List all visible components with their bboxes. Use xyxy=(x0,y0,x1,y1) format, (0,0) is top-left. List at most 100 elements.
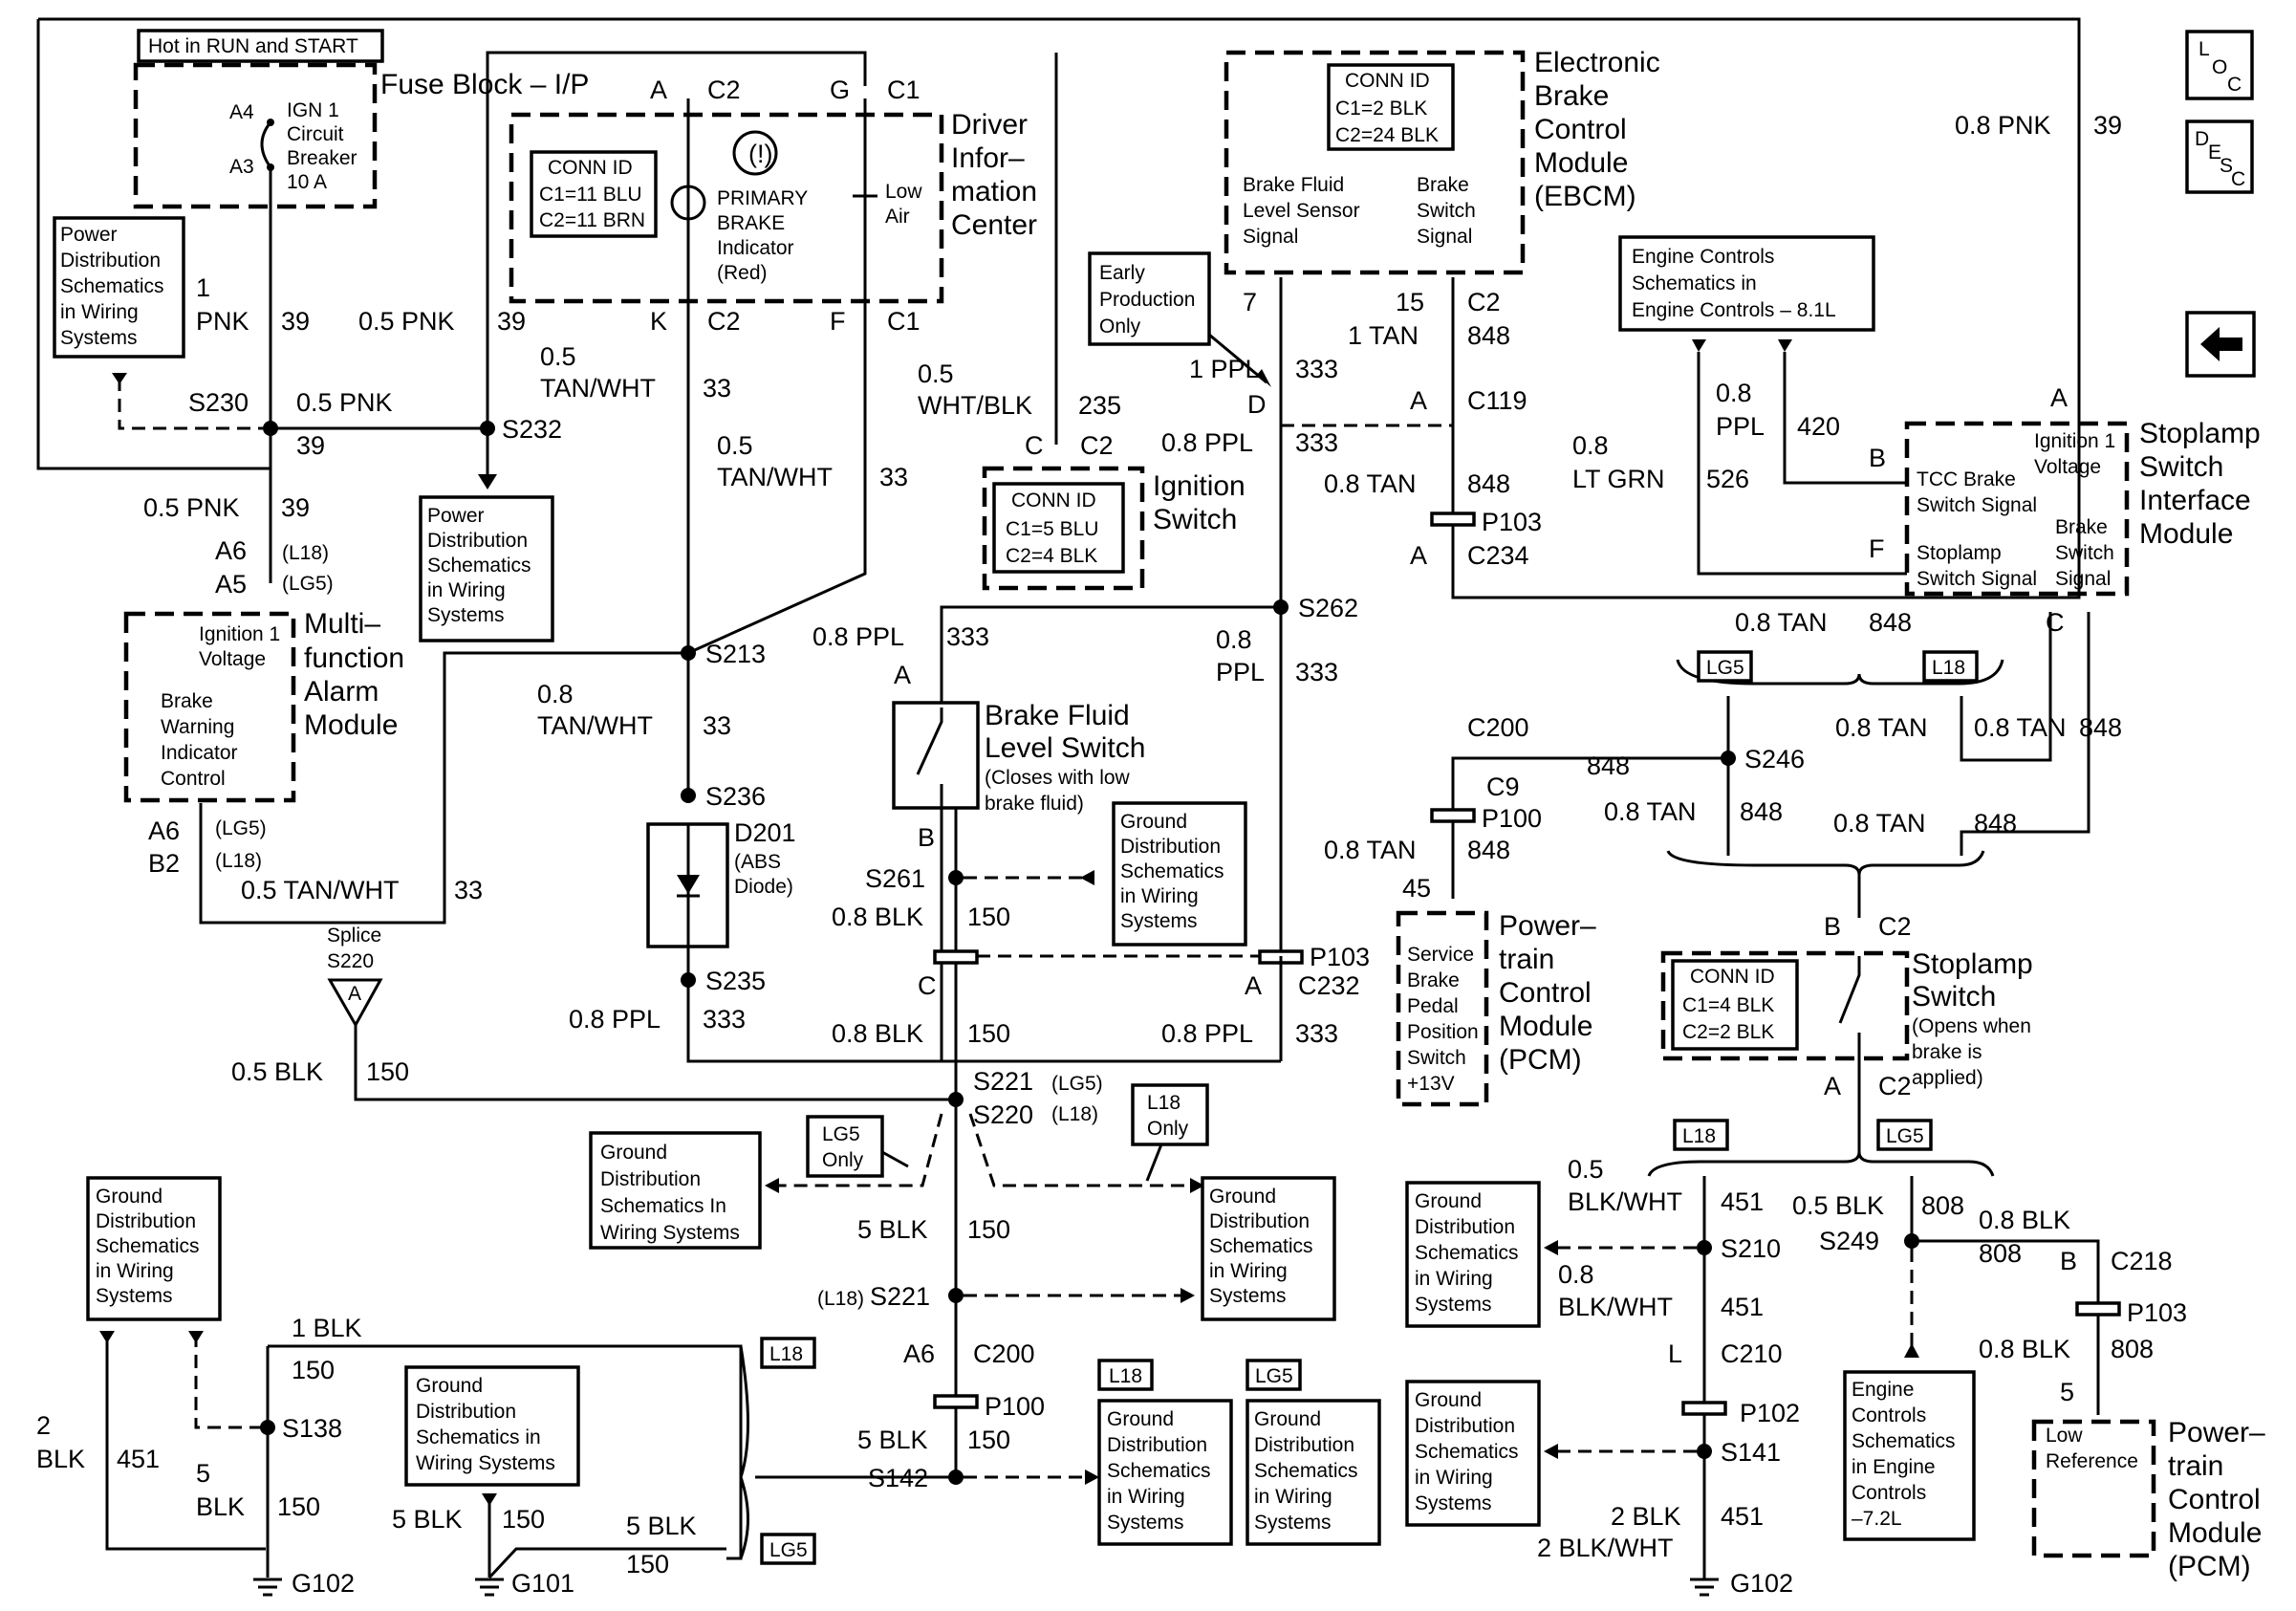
svg-text:G: G xyxy=(830,76,850,104)
svg-text:train: train xyxy=(2168,1450,2223,1482)
svg-text:F: F xyxy=(830,307,846,336)
svg-text:in Wiring: in Wiring xyxy=(1415,1467,1493,1489)
svg-text:Switch Signal: Switch Signal xyxy=(1917,568,2037,590)
svg-text:E: E xyxy=(2208,142,2221,163)
svg-text:(PCM): (PCM) xyxy=(1499,1044,1582,1076)
svg-text:1: 1 xyxy=(196,273,210,302)
desc-button[interactable]: D E S C xyxy=(2185,120,2254,194)
svg-text:(Closes with low: (Closes with low xyxy=(985,767,1131,789)
svg-text:848: 848 xyxy=(1869,608,1912,637)
svg-text:0.8: 0.8 xyxy=(537,680,574,708)
svg-text:Signal: Signal xyxy=(2055,568,2111,590)
back-button[interactable] xyxy=(2185,311,2256,378)
svg-text:Control: Control xyxy=(1499,977,1592,1009)
svg-text:451: 451 xyxy=(1721,1187,1764,1216)
svg-text:33: 33 xyxy=(703,711,731,740)
svg-text:Schematics: Schematics xyxy=(1120,860,1224,882)
svg-text:CONN ID: CONN ID xyxy=(548,157,633,179)
svg-text:S220: S220 xyxy=(973,1100,1033,1129)
svg-text:Brake: Brake xyxy=(2055,516,2108,538)
wire-s230-s232 xyxy=(271,51,867,430)
l18-option-tag-left xyxy=(760,1337,816,1369)
svg-text:BLK/WHT: BLK/WHT xyxy=(1568,1187,1682,1216)
svg-text:PPL: PPL xyxy=(1716,412,1765,441)
svg-text:Ignition 1: Ignition 1 xyxy=(199,623,280,645)
svg-text:L18: L18 xyxy=(1147,1092,1180,1114)
svg-text:Ground: Ground xyxy=(1209,1186,1276,1208)
svg-text:333: 333 xyxy=(946,622,989,651)
svg-text:Distribution: Distribution xyxy=(1120,836,1221,858)
ref-ground-l18-b xyxy=(1097,1399,1233,1546)
svg-text:mation: mation xyxy=(951,176,1037,207)
svg-text:(Opens when: (Opens when xyxy=(1912,1015,2031,1037)
svg-text:Switch: Switch xyxy=(1912,981,1996,1012)
svg-text:Module: Module xyxy=(1534,147,1628,179)
svg-text:A: A xyxy=(2050,383,2068,412)
svg-text:526: 526 xyxy=(1706,465,1749,493)
svg-text:D: D xyxy=(2195,128,2209,150)
svg-text:Switch: Switch xyxy=(2055,542,2114,564)
svg-text:P100: P100 xyxy=(1482,804,1542,833)
svg-text:WHT/BLK: WHT/BLK xyxy=(918,391,1032,420)
wire-pnk-top xyxy=(172,17,2081,421)
svg-text:C119: C119 xyxy=(1467,386,1527,415)
svg-text:0.8 BLK: 0.8 BLK xyxy=(1979,1206,2070,1234)
svg-text:A3: A3 xyxy=(229,156,254,178)
svg-text:P103: P103 xyxy=(1482,508,1542,536)
svg-text:C234: C234 xyxy=(1467,541,1529,570)
svg-text:Stoplamp: Stoplamp xyxy=(2139,418,2261,449)
pcm-bottom xyxy=(2031,1419,2156,1558)
svg-text:Power–: Power– xyxy=(1499,910,1596,942)
stoplamp-switch-interface-module xyxy=(1904,421,2130,597)
svg-text:0.8 TAN: 0.8 TAN xyxy=(1324,836,1417,864)
svg-text:in Wiring: in Wiring xyxy=(1120,885,1199,907)
svg-text:0.5 BLK: 0.5 BLK xyxy=(231,1057,323,1086)
svg-text:0.5: 0.5 xyxy=(1568,1155,1604,1184)
svg-text:Stoplamp: Stoplamp xyxy=(1917,542,2002,564)
connector-p102 xyxy=(1681,1401,1727,1416)
svg-text:IGN 1: IGN 1 xyxy=(287,99,339,121)
svg-text:45: 45 xyxy=(1402,874,1431,903)
driver-information-center xyxy=(509,112,944,304)
svg-text:Schematics in: Schematics in xyxy=(416,1426,541,1448)
l18-option-tag-br xyxy=(1673,1119,1729,1151)
svg-text:5 BLK: 5 BLK xyxy=(857,1426,928,1454)
svg-text:P103: P103 xyxy=(2127,1298,2187,1327)
svg-text:Schematics: Schematics xyxy=(1415,1441,1519,1463)
svg-text:5 BLK: 5 BLK xyxy=(392,1505,463,1534)
svg-text:Power–: Power– xyxy=(2168,1417,2265,1448)
splice-s221-l18 xyxy=(948,1288,964,1303)
connector-p100-top xyxy=(1430,808,1476,823)
svg-text:150: 150 xyxy=(277,1492,320,1521)
svg-text:Schematics: Schematics xyxy=(1415,1242,1519,1264)
svg-text:applied): applied) xyxy=(1912,1067,1983,1089)
warning-symbol-icon xyxy=(732,130,778,176)
svg-text:TAN/WHT: TAN/WHT xyxy=(537,711,653,740)
loc-button[interactable]: L O C xyxy=(2185,30,2254,100)
svg-text:Service: Service xyxy=(1407,944,1474,966)
svg-text:0.5 BLK: 0.5 BLK xyxy=(1792,1191,1884,1220)
svg-text:Schematics: Schematics xyxy=(1254,1460,1358,1482)
svg-text:5 BLK: 5 BLK xyxy=(857,1215,928,1244)
svg-text:PRIMARY: PRIMARY xyxy=(717,187,808,209)
svg-text:C2: C2 xyxy=(1467,288,1501,316)
svg-text:TAN/WHT: TAN/WHT xyxy=(717,463,833,491)
svg-text:Ground: Ground xyxy=(416,1375,483,1397)
svg-text:Control: Control xyxy=(1534,114,1627,145)
svg-text:Position: Position xyxy=(1407,1021,1479,1043)
svg-text:in Wiring: in Wiring xyxy=(60,301,139,323)
svg-text:Level Sensor: Level Sensor xyxy=(1243,200,1360,222)
svg-text:Distribution: Distribution xyxy=(96,1210,196,1232)
fluid-switch-contact-icon xyxy=(916,708,943,808)
svg-text:Air: Air xyxy=(885,206,910,228)
svg-text:333: 333 xyxy=(703,1005,746,1034)
svg-text:Systems: Systems xyxy=(1415,1294,1492,1316)
svg-text:C218: C218 xyxy=(2111,1247,2173,1275)
svg-text:A6: A6 xyxy=(148,816,180,845)
svg-text:S236: S236 xyxy=(705,782,766,811)
fuse-block xyxy=(133,62,378,209)
svg-text:G101: G101 xyxy=(511,1569,574,1598)
svg-text:C2=24 BLK: C2=24 BLK xyxy=(1335,124,1439,146)
stoplamp-switch xyxy=(1660,950,1910,1061)
